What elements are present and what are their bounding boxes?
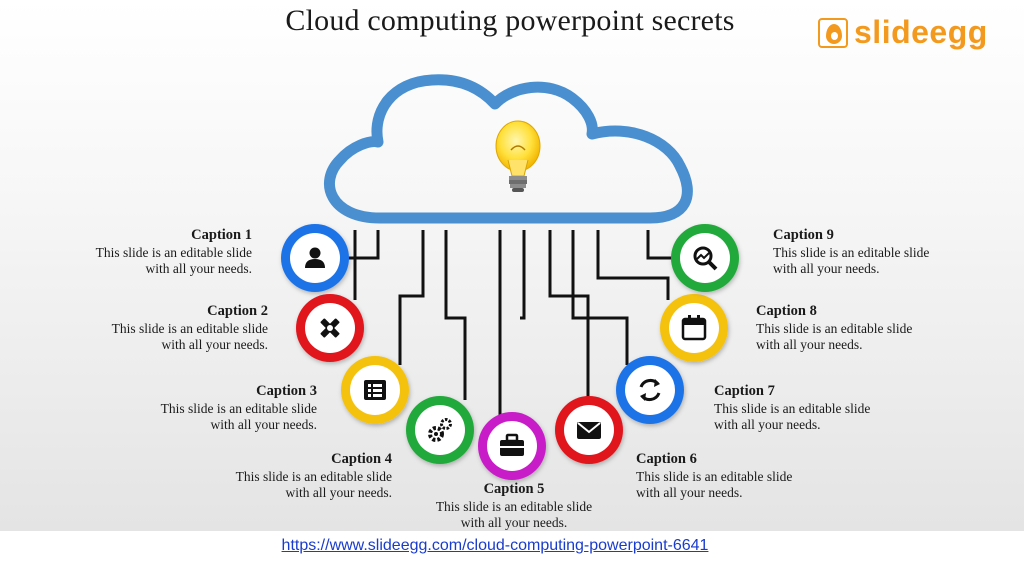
slideegg-logo: slideegg [814, 14, 1004, 58]
caption-8: Caption 8 This slide is an editable slid… [756, 301, 946, 353]
cloud-outline [324, 74, 693, 224]
caption-title: Caption 3 [256, 383, 317, 399]
caption-text-line1: This slide is an editable slide [95, 245, 252, 260]
caption-5: Caption 5 This slide is an editable slid… [419, 479, 609, 531]
caption-title: Caption 6 [636, 451, 697, 467]
caption-text-line1: This slide is an editable slide [773, 245, 930, 260]
caption-text-line2: with all your needs. [460, 515, 568, 530]
briefcase-icon [500, 433, 524, 456]
logo-text: slideegg [854, 14, 988, 50]
search-chart-icon [693, 246, 718, 271]
caption-text-line2: with all your needs. [636, 485, 743, 500]
connector-9 [646, 230, 672, 260]
connector-1 [345, 230, 380, 260]
cloud-diagram [281, 74, 739, 480]
connector-3 [398, 230, 425, 365]
caption-7: Caption 7 This slide is an editable slid… [714, 381, 904, 433]
connector-6b [520, 230, 526, 320]
caption-title: Caption 9 [773, 227, 834, 243]
mail-icon [577, 422, 601, 439]
connector-lines [345, 230, 672, 420]
caption-4: Caption 4 This slide is an editable slid… [202, 449, 392, 501]
caption-7-circle [616, 356, 684, 424]
egg-icon [818, 18, 848, 48]
caption-2: Caption 2 This slide is an editable slid… [78, 301, 268, 353]
caption-title: Caption 2 [207, 303, 268, 319]
refresh-icon [639, 379, 661, 401]
caption-9-circle [671, 224, 739, 292]
caption-3-circle [341, 356, 409, 424]
caption-1-circle [281, 224, 349, 292]
caption-4-circle [406, 396, 474, 464]
caption-8-circle [660, 294, 728, 362]
caption-title: Caption 7 [714, 383, 775, 399]
caption-text-line1: This slide is an editable slide [714, 401, 871, 416]
user-icon [305, 247, 325, 268]
caption-9: Caption 9 This slide is an editable slid… [773, 225, 963, 277]
connector-7 [571, 230, 629, 365]
caption-text-line1: This slide is an editable slide [435, 499, 593, 514]
caption-5-circle [478, 412, 546, 480]
caption-1: Caption 1 This slide is an editable slid… [62, 225, 252, 277]
caption-text-line2: with all your needs. [145, 261, 252, 276]
caption-text-line2: with all your needs. [161, 337, 268, 352]
caption-6: Caption 6 This slide is an editable slid… [636, 449, 826, 501]
gears-icon [428, 418, 452, 442]
caption-text-line2: with all your needs. [285, 485, 392, 500]
caption-text-line2: with all your needs. [773, 261, 880, 276]
slide-title: Cloud computing powerpoint secrets [285, 4, 735, 37]
list-document-icon [364, 380, 386, 400]
caption-text-line1: This slide is an editable slide [160, 401, 317, 416]
calendar-icon [681, 315, 707, 341]
caption-6-circle [555, 396, 623, 464]
connector-4 [444, 230, 467, 400]
connector-8 [596, 230, 670, 300]
caption-title: Caption 5 [483, 481, 545, 497]
caption-text-line1: This slide is an editable slide [636, 469, 793, 484]
caption-3: Caption 3 This slide is an editable slid… [127, 381, 317, 433]
footer-link[interactable]: https://www.slideegg.com/cloud-computing… [281, 537, 709, 554]
caption-title: Caption 1 [191, 227, 252, 243]
connector-6c [548, 230, 590, 400]
caption-2-circle [296, 294, 364, 362]
caption-text-line2: with all your needs. [756, 337, 863, 352]
caption-title: Caption 8 [756, 303, 817, 319]
caption-text-line1: This slide is an editable slide [111, 321, 268, 336]
slide: Cloud computing powerpoint secrets slide… [0, 0, 1024, 531]
caption-text-line1: This slide is an editable slide [756, 321, 913, 336]
edit-tools-icon [320, 318, 340, 338]
caption-text-line2: with all your needs. [210, 417, 317, 432]
caption-text-line2: with all your needs. [714, 417, 821, 432]
caption-text-line1: This slide is an editable slide [235, 469, 392, 484]
caption-title: Caption 4 [331, 451, 392, 467]
lightbulb-icon [495, 120, 541, 192]
